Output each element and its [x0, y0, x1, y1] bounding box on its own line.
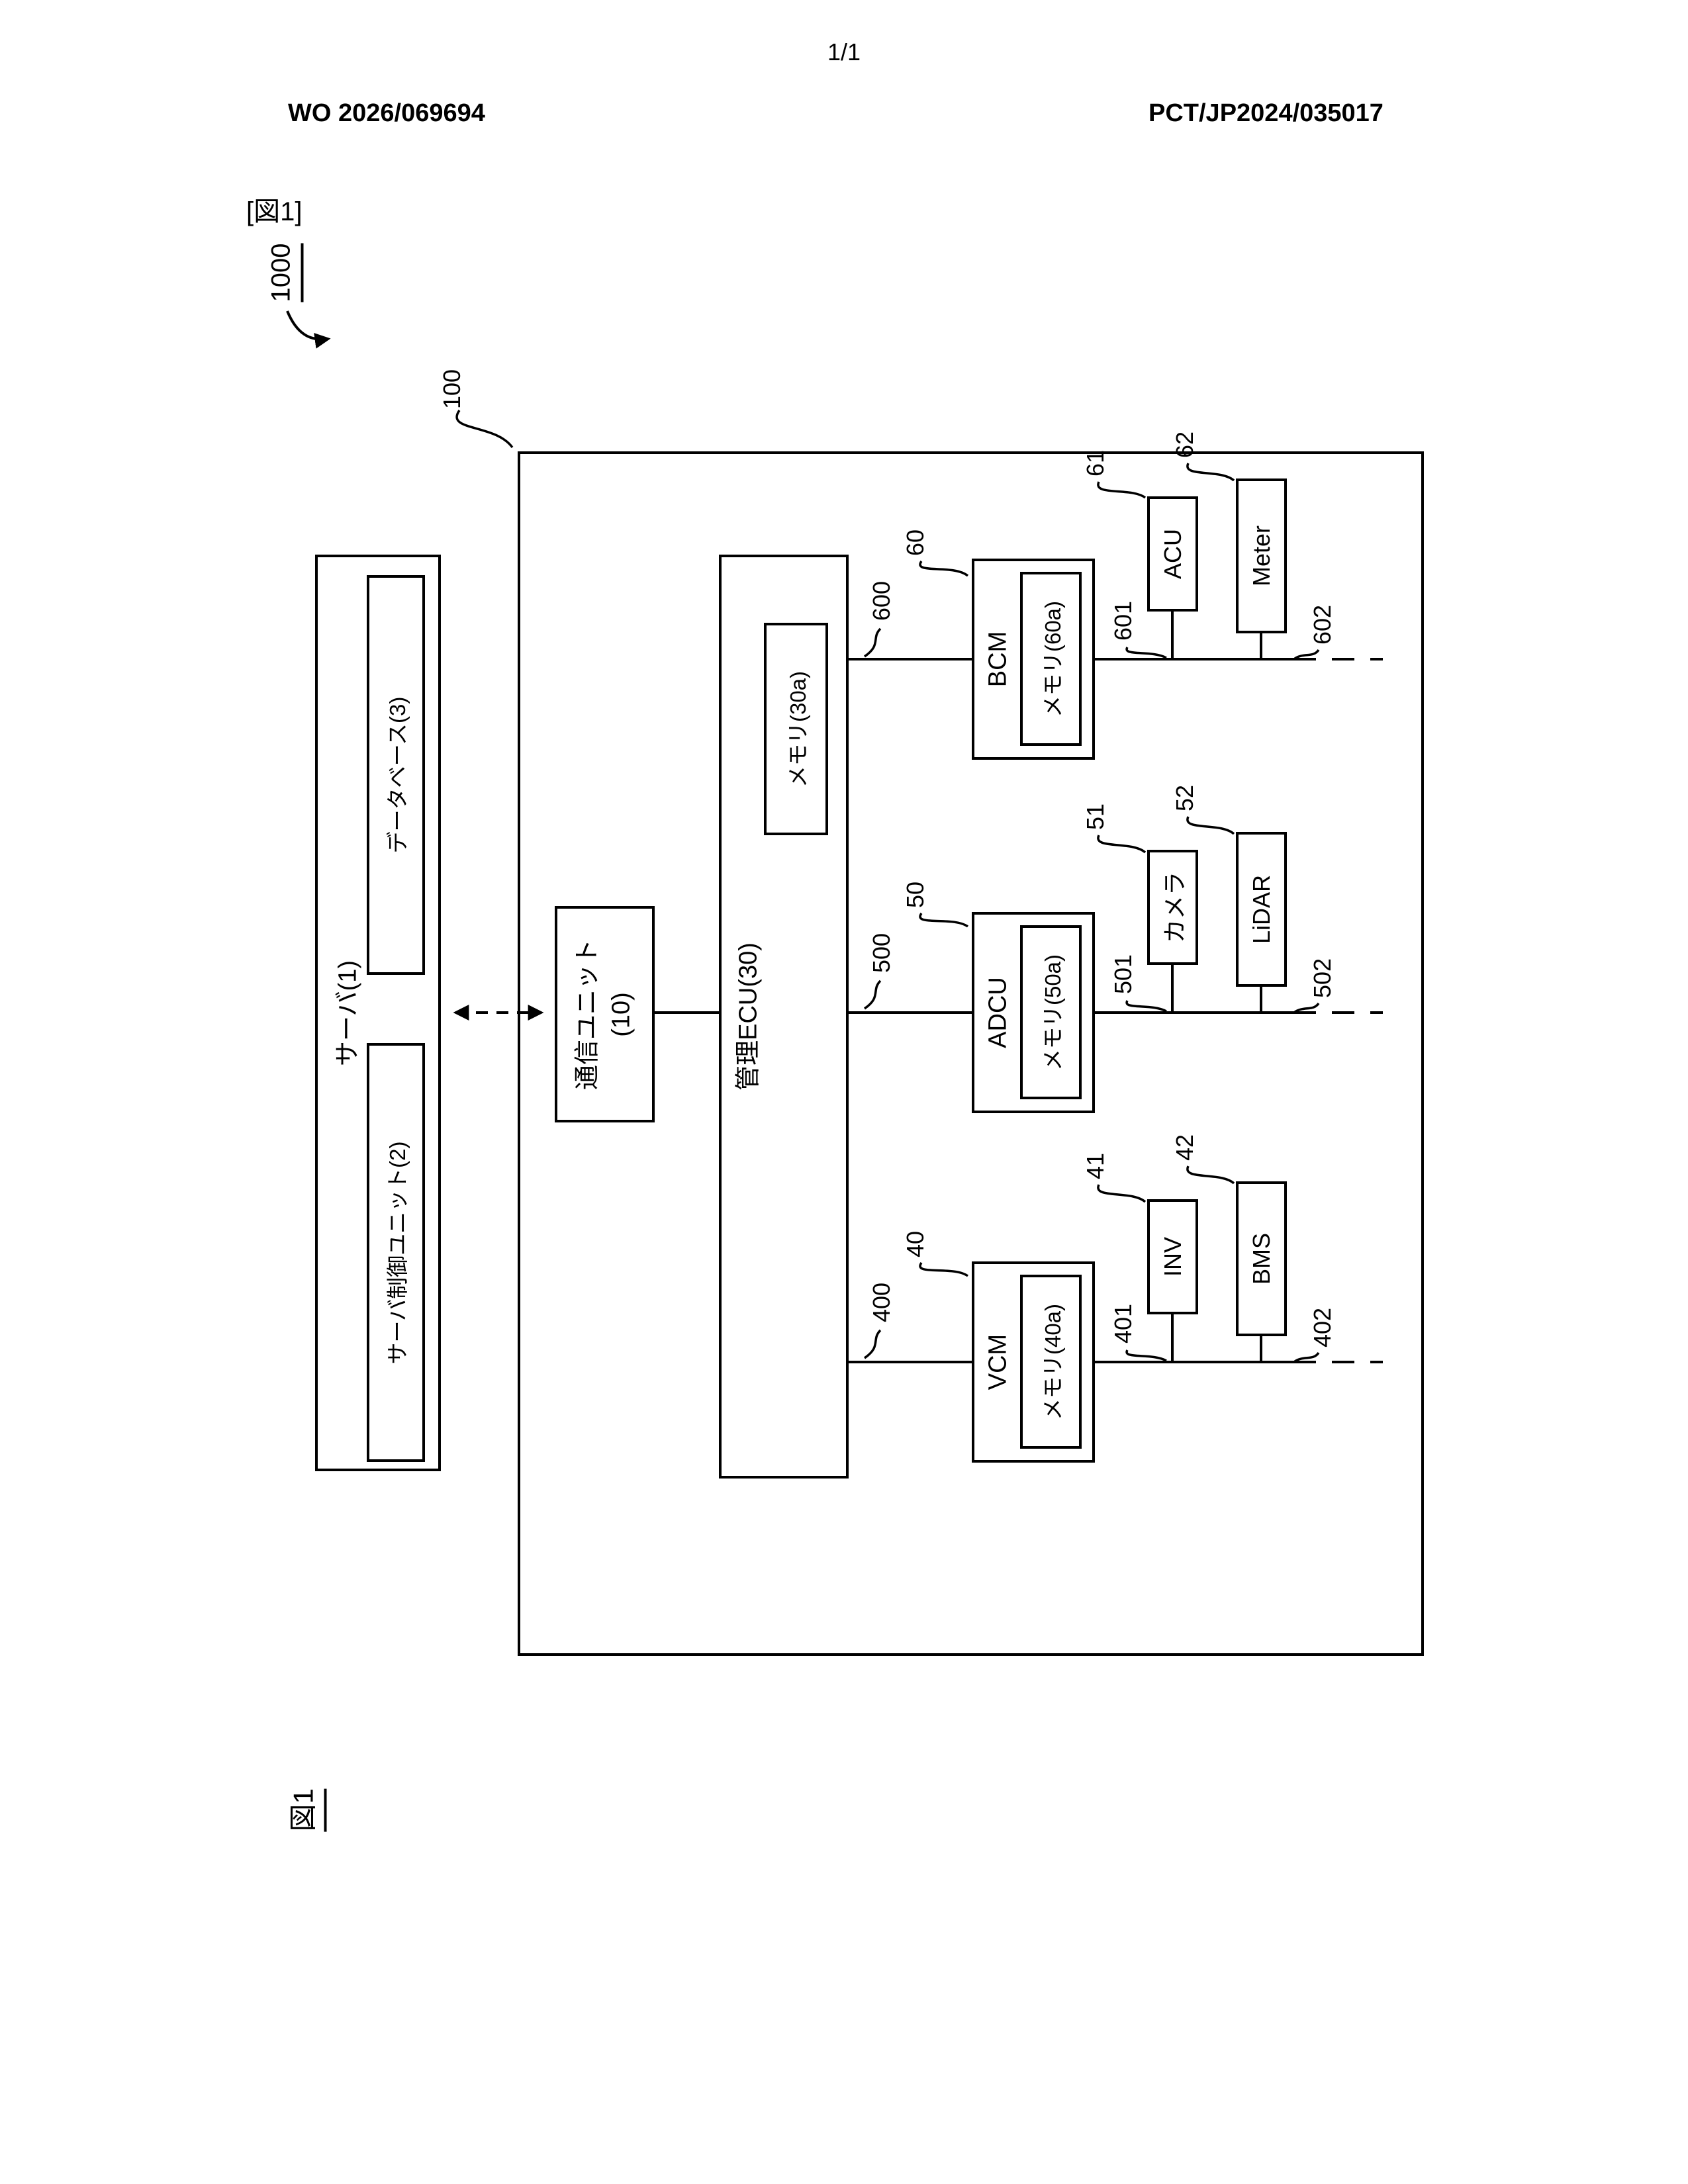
comm-unit-line1: 通信ユニット — [573, 938, 602, 1090]
leader-100 — [455, 410, 514, 449]
bcm-memory-label: メモリ(60a) — [1040, 600, 1065, 717]
leader-600 — [863, 627, 882, 658]
inv-box: INV — [1147, 1199, 1198, 1314]
leader-501 — [1125, 1000, 1167, 1013]
lidar-box: LiDAR — [1236, 832, 1287, 987]
device-ref-62: 62 — [1171, 431, 1198, 459]
bus-ref-400: 400 — [868, 1282, 895, 1323]
bus-ref-600: 600 — [868, 580, 895, 621]
camera-label: カメラ — [1160, 871, 1188, 944]
leader-60 — [919, 560, 969, 577]
ecu-memory-label: メモリ(30a) — [785, 670, 810, 788]
lidar-label: LiDAR — [1247, 874, 1275, 944]
server-box: サーバ(1) データベース(3) サーバ制御ユニット(2) — [315, 555, 441, 1471]
vehicle-ref-label: 100 — [438, 369, 465, 410]
comm-unit-label: 通信ユニット (10) — [571, 938, 639, 1089]
adcu-label: ADCU — [984, 977, 1012, 1048]
leader-51 — [1097, 835, 1147, 854]
camera-box: カメラ — [1147, 850, 1198, 965]
comm-unit-box: 通信ユニット (10) — [555, 906, 655, 1122]
ecu-memory-box: メモリ(30a) — [764, 623, 828, 835]
database-label: データベース(3) — [385, 696, 410, 854]
figure-caption-text: 図1 — [287, 1788, 327, 1832]
device-ref-52: 52 — [1171, 784, 1198, 812]
bcm-box: BCM メモリ(60a) — [972, 559, 1095, 760]
server-control-unit-box: サーバ制御ユニット(2) — [367, 1043, 425, 1462]
management-ecu-box: 管理ECU(30) メモリ(30a) — [719, 555, 849, 1479]
leader-500 — [863, 979, 882, 1010]
inv-label: INV — [1158, 1236, 1186, 1277]
line-ref-501: 501 — [1109, 954, 1137, 995]
vcm-label: VCM — [984, 1334, 1012, 1390]
vcm-memory-box: メモリ(40a) — [1020, 1275, 1082, 1449]
bcm-memory-box: メモリ(60a) — [1020, 572, 1082, 746]
adcu-memory-box: メモリ(50a) — [1020, 925, 1082, 1099]
device-ref-61: 61 — [1082, 449, 1109, 477]
leader-400 — [863, 1329, 882, 1359]
bms-box: BMS — [1236, 1181, 1287, 1336]
publication-number: WO 2026/069694 — [288, 99, 485, 127]
leader-601 — [1125, 647, 1167, 659]
device-ref-42: 42 — [1171, 1134, 1198, 1161]
figure-tag: [図1] — [246, 197, 303, 226]
leader-40 — [919, 1261, 969, 1277]
subsystem-ref-60: 60 — [902, 529, 929, 557]
leader-52 — [1186, 816, 1235, 835]
acu-box: ACU — [1147, 496, 1198, 612]
leader-401 — [1125, 1349, 1167, 1362]
figure-caption: 図1 — [281, 1788, 327, 1832]
system-ref-text: 1000 — [266, 243, 304, 302]
vcm-box: VCM メモリ(40a) — [972, 1261, 1095, 1463]
line-ref-602: 602 — [1309, 604, 1336, 645]
device-ref-41: 41 — [1082, 1152, 1109, 1180]
database-box: データベース(3) — [367, 575, 425, 975]
bms-label: BMS — [1247, 1232, 1275, 1285]
leader-402 — [1294, 1351, 1320, 1363]
leader-42 — [1186, 1165, 1235, 1185]
subsystem-ref-40: 40 — [902, 1230, 929, 1258]
vcm-memory-label: メモリ(40a) — [1040, 1303, 1065, 1420]
server-label: サーバ(1) — [334, 960, 362, 1066]
acu-label: ACU — [1158, 528, 1186, 580]
leader-502 — [1294, 1002, 1320, 1013]
device-ref-51: 51 — [1082, 803, 1109, 831]
subsystem-ref-50: 50 — [902, 881, 929, 909]
comm-unit-line2: (10) — [607, 991, 635, 1037]
management-ecu-label: 管理ECU(30) — [734, 942, 763, 1091]
adcu-memory-label: メモリ(50a) — [1040, 954, 1065, 1071]
leader-62 — [1186, 463, 1235, 482]
line-ref-502: 502 — [1309, 958, 1336, 999]
leader-50 — [919, 912, 969, 928]
server-control-unit-label: サーバ制御ユニット(2) — [385, 1140, 410, 1365]
line-ref-402: 402 — [1309, 1307, 1336, 1348]
application-number: PCT/JP2024/035017 — [1149, 99, 1383, 127]
leader-41 — [1097, 1184, 1147, 1203]
leader-602 — [1294, 649, 1320, 660]
line-ref-601: 601 — [1109, 600, 1137, 641]
line-ref-401: 401 — [1109, 1303, 1137, 1344]
adcu-box: ADCU メモリ(50a) — [972, 912, 1095, 1113]
leader-61 — [1097, 481, 1147, 499]
sheet-index: 1/1 — [827, 38, 861, 66]
bcm-label: BCM — [984, 631, 1012, 688]
meter-label: Meter — [1247, 525, 1275, 587]
system-ref-label: 1000 — [266, 243, 304, 302]
bus-ref-500: 500 — [868, 933, 895, 974]
vehicle-box — [518, 451, 1424, 1656]
meter-box: Meter — [1236, 478, 1287, 633]
system-ref-arrow — [286, 310, 331, 349]
